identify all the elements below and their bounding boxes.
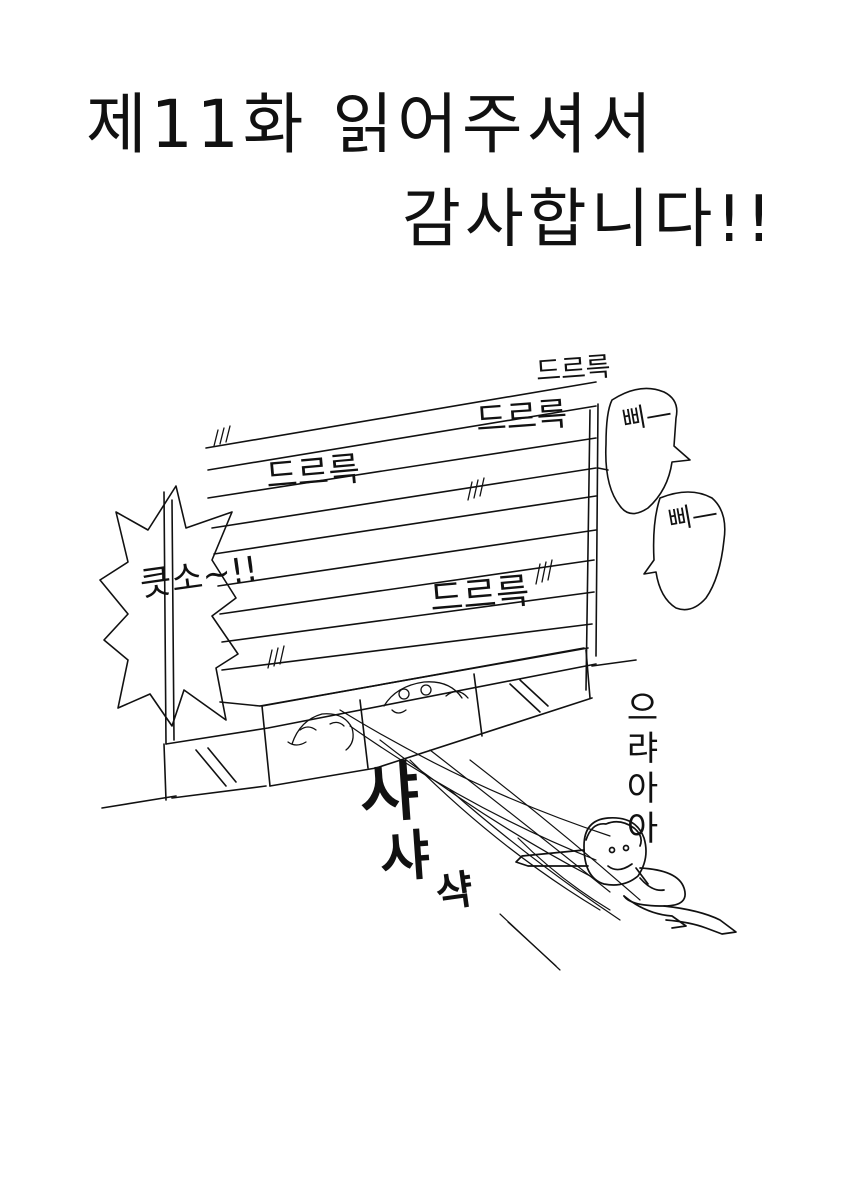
speech-bubble-beep-1 bbox=[606, 388, 690, 513]
floor-line bbox=[102, 796, 176, 808]
rolling-shutter bbox=[206, 382, 596, 706]
sfx-rattle-3: 드르륵 bbox=[264, 448, 362, 498]
sfx-rattle-2: 드르륵 bbox=[474, 393, 569, 440]
running-character bbox=[516, 818, 736, 934]
page-title-line-1: 제11화 읽어주셔서 bbox=[86, 86, 657, 163]
sfx-rattle-4: 드르륵 bbox=[428, 570, 531, 621]
motion-ticks bbox=[214, 426, 552, 668]
sfx-swoosh-1: 샤 bbox=[357, 755, 422, 833]
sfx-shout: 으랴아아 bbox=[619, 690, 659, 850]
burst-speech-bubble bbox=[100, 486, 238, 726]
speed-lines bbox=[340, 710, 640, 970]
peeking-faces bbox=[288, 682, 468, 750]
floor-line-right bbox=[592, 660, 636, 666]
page-title-line-2: 감사합니다!! bbox=[402, 183, 776, 257]
sfx-swoosh-2: 샤 bbox=[377, 823, 432, 890]
speech-bubble-beep-2 bbox=[644, 492, 725, 610]
sfx-swoosh-3: 샥 bbox=[432, 866, 476, 918]
sfx-rattle-1: 드르륵 bbox=[535, 351, 612, 388]
